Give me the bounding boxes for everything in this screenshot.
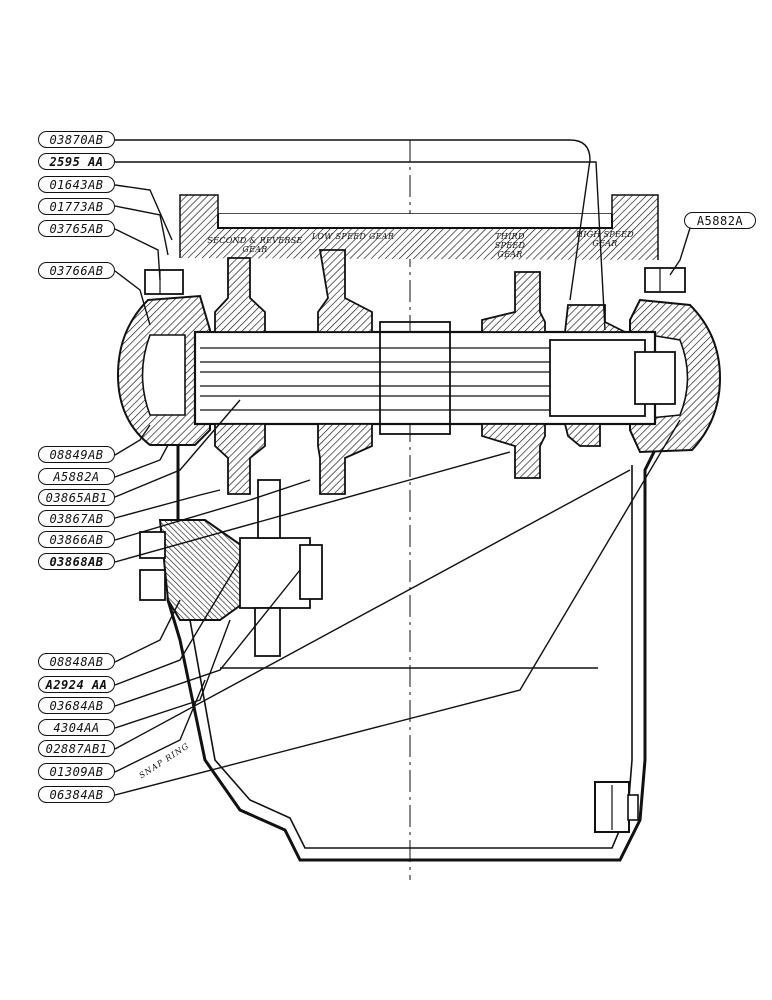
callout-03866AB: 03866AB	[38, 531, 115, 548]
label-second-reverse-gear: GEAR	[242, 245, 268, 254]
top-right-bolt	[644, 267, 686, 293]
callout-03867AB: 03867AB	[38, 510, 115, 527]
callout-01773AB: 01773AB	[38, 198, 115, 215]
callout-01643AB: 01643AB	[38, 176, 115, 193]
callout-2595AA: 2595 AA	[38, 153, 115, 170]
label-third-speed: THIRD SPEED GEAR	[480, 232, 540, 259]
callout-03870AB: 03870AB	[38, 131, 115, 148]
label-third-speed-gear: GEAR	[497, 250, 523, 259]
reverse-idler-assembly	[139, 479, 323, 657]
label-second-reverse-text: SECOND & REVERSE	[207, 236, 303, 245]
third-speed-gear	[481, 271, 546, 479]
callout-A5882A-left: A5882A	[38, 468, 115, 485]
callout-08848AB: 08848AB	[38, 653, 115, 670]
low-speed-gear	[317, 249, 373, 495]
callout-03684AB: 03684AB	[38, 697, 115, 714]
label-high-speed-gear: GEAR	[592, 239, 618, 248]
high-speed-gear	[563, 304, 626, 447]
callout-03765AB: 03765AB	[38, 220, 115, 237]
callout-4304AA: 4304AA	[38, 719, 115, 736]
callout-08849AB: 08849AB	[38, 446, 115, 463]
callout-06384AB: 06384AB	[38, 786, 115, 803]
callout-A2924AA: A2924 AA	[38, 676, 115, 693]
callout-03868AB: 03868AB	[38, 553, 115, 570]
label-second-reverse: SECOND & REVERSE GEAR	[205, 236, 305, 254]
top-left-bolt	[144, 269, 184, 295]
label-high-speed-text: HIGH SPEED	[575, 230, 634, 239]
callout-03766AB: 03766AB	[38, 262, 115, 279]
label-low-speed: LOW SPEED GEAR	[311, 232, 395, 241]
callout-03865AB1: 03865AB1	[38, 489, 115, 506]
callout-01309AB: 01309AB	[38, 763, 115, 780]
label-high-speed: HIGH SPEED GEAR	[570, 230, 640, 248]
callout-A5882A-right: A5882A	[684, 212, 756, 229]
label-third-speed-text: THIRD SPEED	[494, 232, 526, 250]
second-reverse-gear	[214, 257, 266, 495]
callout-02887AB1: 02887AB1	[38, 740, 115, 757]
